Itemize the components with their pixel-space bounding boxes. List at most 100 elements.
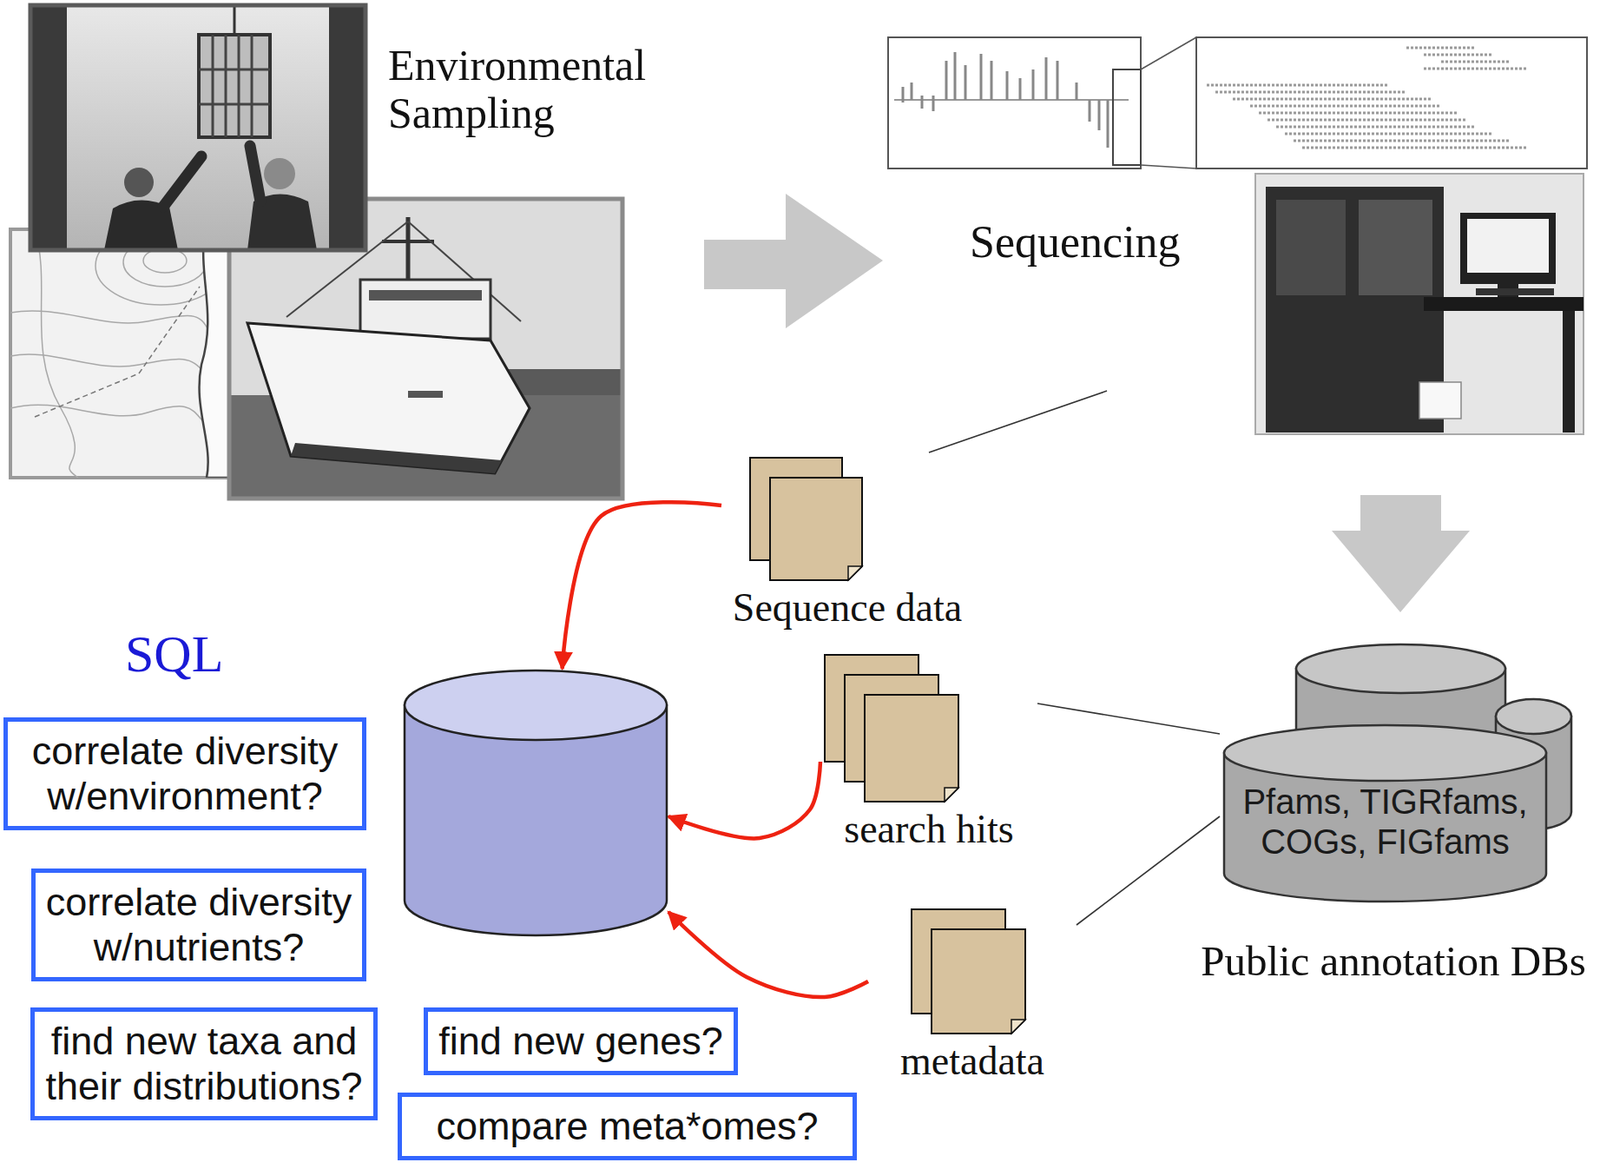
map-frame bbox=[10, 229, 240, 478]
question-text: find new taxa and their distributions? bbox=[39, 1018, 369, 1109]
mast-arm bbox=[381, 239, 435, 244]
data-arrow bbox=[562, 501, 722, 669]
stage-label: Sequencing bbox=[969, 217, 1231, 267]
page-fold bbox=[1011, 1019, 1026, 1034]
question-box: find new taxa and their distributions? bbox=[30, 1007, 378, 1120]
hull bbox=[247, 322, 530, 474]
data-arrow bbox=[668, 761, 821, 838]
map-contours bbox=[10, 229, 240, 478]
bottle bbox=[1419, 381, 1462, 419]
question-text: find new genes? bbox=[433, 1018, 729, 1064]
bridge-windows bbox=[368, 289, 482, 301]
cylinder-top bbox=[1296, 644, 1506, 693]
sql-database: SQL bbox=[402, 668, 669, 937]
zoom-box bbox=[1112, 69, 1141, 165]
door-frame bbox=[329, 5, 366, 251]
desk-leg bbox=[1562, 310, 1575, 433]
sequence-trace bbox=[888, 37, 1587, 169]
photo-ground bbox=[1255, 173, 1584, 435]
cylinder-top bbox=[404, 670, 667, 740]
trace-panel bbox=[888, 37, 1141, 169]
connector-line bbox=[1037, 703, 1220, 734]
sequencer-photo bbox=[1255, 173, 1584, 435]
map-photo bbox=[10, 226, 240, 478]
document-stack: metadata bbox=[868, 907, 1077, 1085]
read-alignment bbox=[1206, 47, 1528, 148]
desk bbox=[1423, 296, 1584, 311]
database-contents: Pfams, TIGRfams, COGs, FIGfams bbox=[1230, 781, 1541, 862]
cylinder bbox=[1224, 724, 1547, 902]
question-text: correlate diversity w/nutrients? bbox=[40, 879, 357, 970]
document-icon bbox=[820, 652, 1038, 804]
sequencer-panel bbox=[1358, 199, 1433, 296]
document-icon bbox=[868, 907, 1077, 1035]
worker-helmet bbox=[263, 158, 296, 190]
zoom-line bbox=[1140, 37, 1197, 70]
rosette-bars bbox=[198, 34, 270, 138]
page-fold bbox=[944, 787, 959, 802]
database-caption: Public annotation DBs bbox=[1176, 937, 1600, 985]
contour bbox=[10, 404, 207, 426]
database-heading: SQL bbox=[125, 625, 224, 683]
waterline bbox=[290, 442, 502, 474]
monitor bbox=[1460, 212, 1556, 284]
question-box: find new genes? bbox=[423, 1007, 738, 1075]
worker-head bbox=[124, 167, 154, 198]
annotation-databases: Pfams, TIGRfams, COGs, FIGfamsPublic ann… bbox=[1219, 642, 1576, 903]
document-stack: search hits bbox=[820, 652, 1038, 853]
document-stack: Sequence data bbox=[721, 455, 974, 632]
contour bbox=[10, 354, 205, 374]
sequencer-panel bbox=[1276, 199, 1346, 296]
keyboard bbox=[1475, 288, 1554, 296]
page-sheet bbox=[864, 694, 959, 802]
document-page bbox=[864, 694, 959, 802]
question-text: correlate diversity w/environment? bbox=[13, 728, 357, 819]
cable bbox=[233, 5, 237, 35]
page-sheet bbox=[770, 477, 863, 580]
mast bbox=[406, 217, 411, 287]
contour bbox=[34, 229, 79, 478]
cylinder-top bbox=[1224, 724, 1547, 781]
hull-name bbox=[408, 390, 443, 398]
cylinder bbox=[404, 670, 667, 935]
trace-ticks bbox=[902, 52, 1108, 148]
document-label: metadata bbox=[868, 1038, 1077, 1085]
sequencer bbox=[1265, 186, 1444, 433]
door-frame bbox=[30, 5, 67, 251]
document-label: Sequence data bbox=[721, 585, 974, 632]
document-icon bbox=[721, 455, 974, 582]
data-arrow bbox=[668, 911, 869, 997]
worker-arm bbox=[163, 156, 202, 207]
monitor-screen bbox=[1467, 218, 1549, 273]
rosette-cage bbox=[198, 34, 270, 138]
trace-panel bbox=[1196, 37, 1587, 169]
photo-frame bbox=[30, 5, 366, 251]
contour bbox=[10, 310, 209, 330]
hoist-photo bbox=[30, 5, 366, 251]
flow-arrow bbox=[704, 193, 883, 329]
trace-axis bbox=[894, 98, 1129, 101]
page-sheet bbox=[931, 928, 1026, 1034]
stage-label: Environmental Sampling bbox=[388, 41, 688, 138]
cylinder-top bbox=[1495, 698, 1572, 734]
zoom-line bbox=[1140, 164, 1197, 169]
ship-track bbox=[34, 286, 200, 417]
database-icon bbox=[1219, 642, 1576, 903]
worker-arm bbox=[250, 145, 261, 202]
question-box: correlate diversity w/nutrients? bbox=[31, 868, 367, 982]
bridge bbox=[360, 279, 491, 339]
document-page bbox=[931, 928, 1026, 1034]
question-text: compare meta*omes? bbox=[407, 1103, 848, 1149]
connector-line bbox=[1076, 816, 1220, 925]
document-page bbox=[770, 477, 863, 580]
page-fold bbox=[848, 566, 863, 580]
flow-arrow bbox=[1331, 494, 1470, 613]
document-label: search hits bbox=[820, 806, 1038, 853]
database-icon bbox=[402, 668, 669, 937]
photo-ground bbox=[30, 5, 366, 251]
question-box: correlate diversity w/environment? bbox=[3, 717, 367, 830]
leader-line bbox=[928, 390, 1107, 453]
question-box: compare meta*omes? bbox=[397, 1092, 857, 1160]
